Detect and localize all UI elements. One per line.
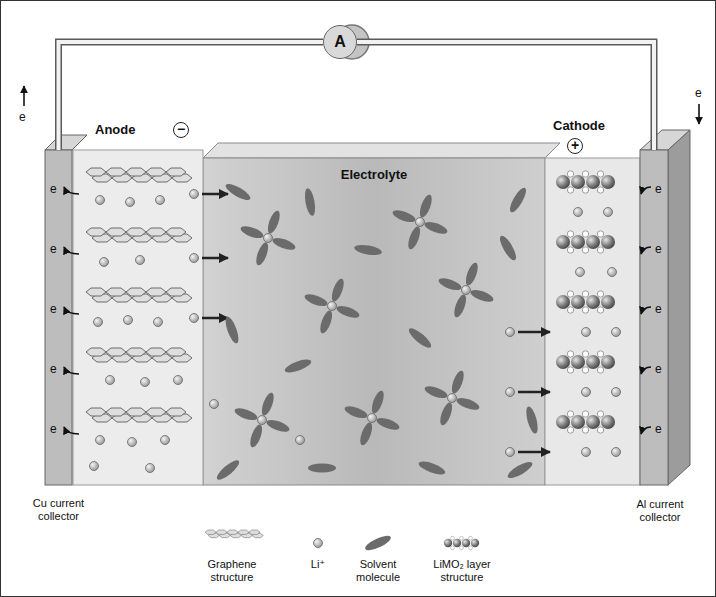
solvent-molecules	[214, 181, 540, 482]
cu-collector-plate	[45, 135, 87, 485]
lithium-ions-anode	[90, 196, 183, 473]
legend-label: Li⁺	[303, 558, 333, 571]
lithium-ions-cathode	[574, 208, 621, 457]
legend-label: Graphene structure	[197, 558, 267, 584]
circuit-wire	[59, 42, 324, 150]
electron-arrows	[24, 86, 699, 434]
electron-label: e	[50, 242, 57, 256]
electron-label: e	[655, 302, 662, 316]
collector-label: Cu current collector	[23, 497, 94, 523]
graphene-layers	[86, 168, 192, 422]
anode-body	[73, 150, 203, 485]
electron-label: e	[655, 362, 662, 376]
electron-label: e	[695, 86, 702, 100]
electrolyte-region: Electrolyte	[203, 158, 545, 485]
circuit-wire	[357, 42, 654, 150]
electrolyte-body	[203, 143, 560, 485]
legend-label: Solvent molecule	[343, 558, 413, 584]
cathode-region: Cathode+	[545, 158, 640, 485]
current-collector: Al current collector	[640, 150, 668, 485]
wire-casing	[357, 42, 654, 150]
wire-core	[59, 42, 324, 150]
electron-label: e	[50, 362, 57, 376]
cathode-body	[545, 158, 640, 485]
polarity-sign: +	[567, 138, 583, 154]
electron-label: e	[50, 422, 57, 436]
ammeter-symbol: A	[323, 25, 357, 59]
electron-label: e	[19, 110, 26, 124]
ammeter-letter: A	[334, 33, 346, 51]
region-heading: Electrolyte	[203, 167, 545, 182]
electron-label: e	[655, 182, 662, 196]
legend-label: LiMO₂ layer structure	[422, 558, 502, 584]
limo2-layers	[556, 171, 615, 433]
lithium-ion-flow-in	[506, 328, 551, 457]
electrode-heading: Anode	[95, 122, 135, 137]
electron-label: e	[50, 302, 57, 316]
wire-casing	[59, 42, 324, 150]
solvated-ions	[225, 185, 503, 457]
polarity-sign: −	[173, 122, 189, 138]
electrode-heading: Cathode	[553, 118, 605, 133]
al-collector-plate	[640, 130, 690, 485]
current-collector: Cu current collector	[45, 150, 72, 485]
free-lithium-ions	[210, 400, 305, 445]
legend-icons	[205, 530, 479, 553]
electron-label: e	[655, 242, 662, 256]
collector-label: Al current collector	[630, 498, 690, 524]
wire-core	[357, 42, 654, 150]
lithium-ion-flow-out	[190, 190, 229, 323]
electron-label: e	[50, 182, 57, 196]
anode-region: Anode−	[73, 150, 203, 485]
electron-label: e	[655, 422, 662, 436]
